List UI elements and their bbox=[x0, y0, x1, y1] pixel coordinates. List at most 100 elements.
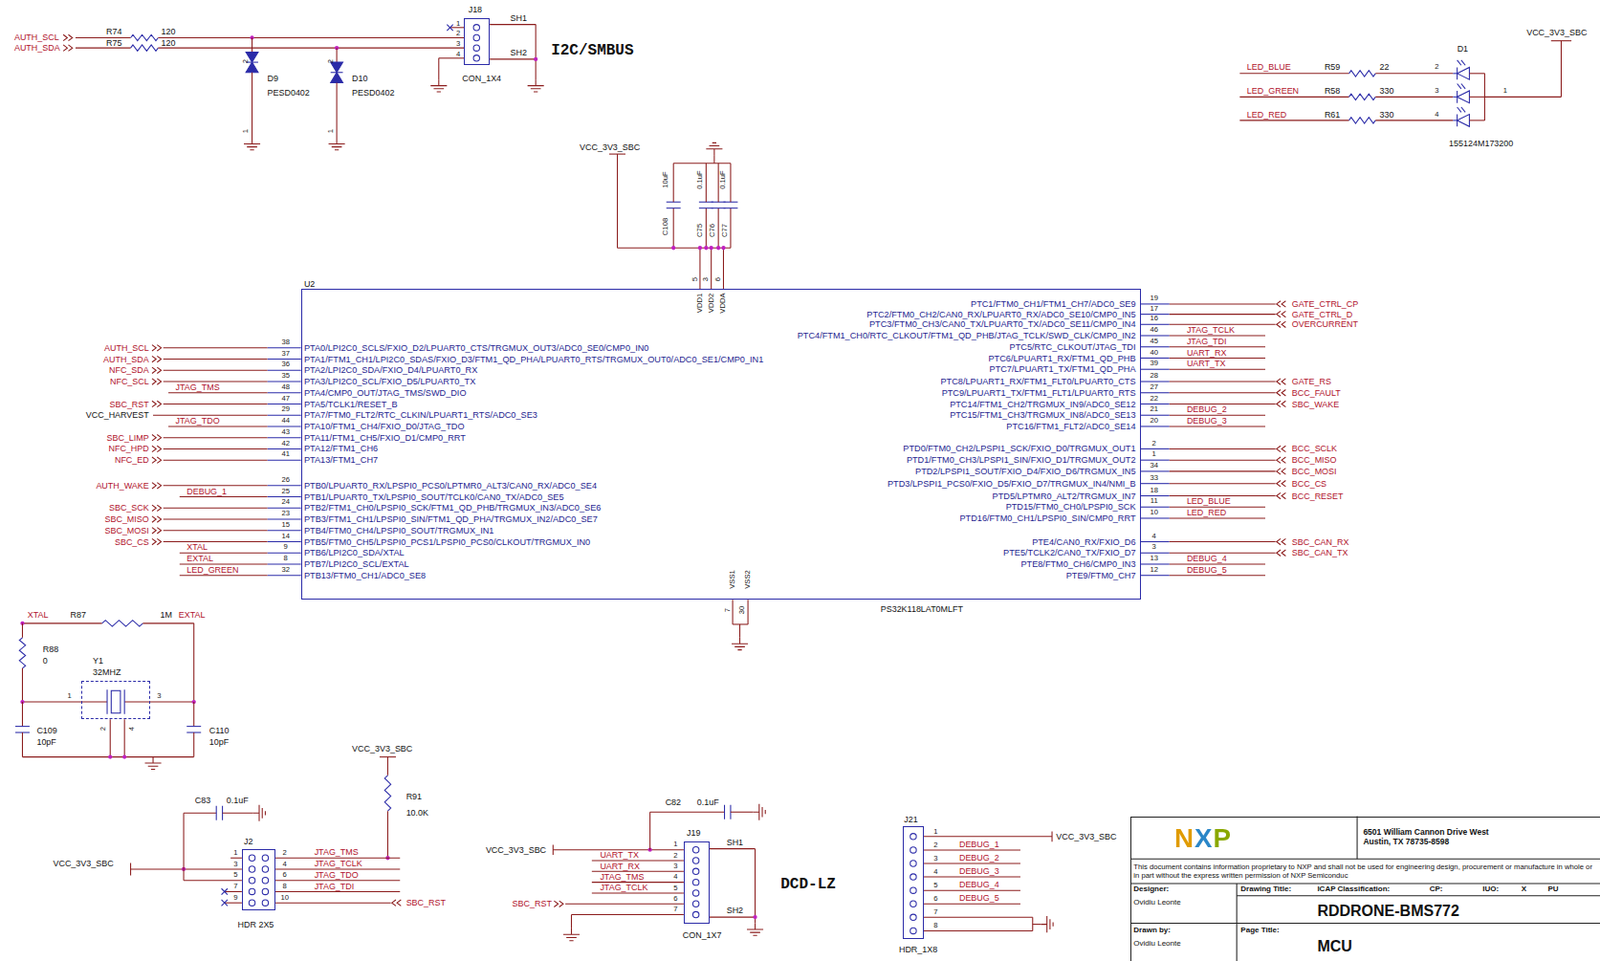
part-label: SH2 bbox=[509, 47, 527, 58]
no-connect-mark bbox=[446, 24, 453, 31]
wire bbox=[1560, 41, 1562, 98]
led-emission bbox=[1457, 107, 1467, 112]
wire bbox=[163, 448, 268, 450]
resistor-symbol bbox=[19, 637, 25, 669]
title-block-line bbox=[1236, 883, 1238, 961]
pin-name: PTA10/FTM1_CH4/FXIO_D0/JTAG_TDO bbox=[304, 421, 465, 433]
wire bbox=[124, 719, 126, 757]
pin-name: PTA1/FTM1_CH1/LPI2C0_SDAS/FXIO_D3/FTM1_Q… bbox=[304, 353, 764, 365]
wire bbox=[387, 757, 389, 776]
ground-symbol bbox=[731, 637, 748, 651]
connector-pin bbox=[692, 900, 699, 907]
pin-name: PTD2/LPSPI1_SOUT/FXIO_D4/FXIO_D6/TRGMUX_… bbox=[915, 466, 1137, 478]
wire bbox=[732, 623, 748, 625]
wire bbox=[438, 58, 439, 80]
pin-stub bbox=[1140, 517, 1170, 519]
wire bbox=[1169, 380, 1276, 382]
net-label: AUTH_SCL bbox=[14, 32, 60, 43]
title-field: PU bbox=[1548, 885, 1559, 895]
net-label: UART_RX bbox=[599, 860, 640, 871]
net-label: SBC_RST bbox=[406, 898, 446, 908]
wire bbox=[157, 47, 464, 49]
capacitor-plate bbox=[666, 207, 681, 209]
wire bbox=[718, 208, 720, 249]
pin-label: VSS2 bbox=[744, 569, 753, 590]
wire bbox=[1169, 369, 1266, 371]
connector-pin bbox=[248, 888, 255, 895]
connector-pin bbox=[262, 854, 268, 861]
pin-stub bbox=[267, 380, 302, 382]
net-label: AUTH_SCL bbox=[104, 343, 150, 353]
pin-number: 26 bbox=[281, 476, 290, 485]
part-label: R75 bbox=[106, 38, 122, 48]
net-label: JTAG_TDI bbox=[314, 881, 355, 892]
net-label: GATE_CTRL_D bbox=[1292, 308, 1354, 319]
pin-number: 2 bbox=[283, 849, 287, 858]
wire bbox=[1239, 72, 1349, 74]
net-label: EXTAL bbox=[186, 553, 214, 564]
wire bbox=[1169, 448, 1276, 450]
pin-name: PTD15/FTM0_CH0/LPSPI0_SCK bbox=[1006, 502, 1137, 513]
wire bbox=[591, 892, 684, 894]
pin-label: VDD1 bbox=[696, 293, 705, 313]
title-block-line bbox=[1357, 816, 1359, 860]
part-label: 0.1uF bbox=[697, 796, 720, 807]
wire bbox=[489, 58, 536, 60]
led-symbol bbox=[1457, 113, 1470, 127]
net-label: JTAG_TMS bbox=[175, 382, 220, 393]
wire bbox=[275, 879, 400, 881]
pin-name: PTB3/FTM1_CH1/LPSPI0_SIN/FTM1_QD_PHA/TRG… bbox=[304, 514, 598, 526]
pin-stub bbox=[267, 507, 302, 509]
bus-title: DCD-LZ bbox=[780, 876, 836, 894]
pin-name: PTB1/LPUART0_TX/LPSPI0_SOUT/TCLK0/CAN0_T… bbox=[304, 491, 565, 503]
pin-number: 6 bbox=[673, 895, 678, 904]
net-flag bbox=[152, 538, 162, 545]
pin-label: 2 bbox=[241, 59, 251, 64]
pin-stub bbox=[267, 403, 302, 405]
pin-number: 1 bbox=[933, 827, 938, 836]
pin-name: PTA11/FTM1_CH5/FXIO_D1/CMP0_RRT bbox=[304, 432, 466, 443]
pin-number: 1 bbox=[233, 849, 238, 858]
pin-number: 3 bbox=[1434, 87, 1439, 96]
pin-name: PTD16/FTM0_CH1/LPSPI0_SIN/CMP0_RRT bbox=[959, 513, 1136, 525]
pin-name: PTA13/FTM1_CH7 bbox=[304, 455, 378, 466]
title-field: ICAP Classification: bbox=[1316, 885, 1390, 895]
wire bbox=[673, 163, 675, 203]
wire bbox=[1169, 574, 1266, 576]
net-label: DEBUG_2 bbox=[1186, 404, 1228, 415]
title-heading: MCU bbox=[1316, 938, 1352, 956]
pin-name: PTB5/FTM0_CH5/LPSPI0_PCS1/LPSPI0_PCS0/CL… bbox=[304, 536, 591, 548]
net-flag bbox=[1276, 492, 1287, 499]
pin-number: 27 bbox=[1149, 382, 1159, 392]
wire bbox=[1375, 72, 1453, 74]
diode-symbol bbox=[245, 62, 259, 73]
net-label: SBC_MISO bbox=[104, 514, 149, 525]
net-label: BCC_MOSI bbox=[1292, 466, 1337, 477]
part-label: 32MHZ bbox=[92, 667, 121, 678]
pin-number: 4 bbox=[673, 873, 678, 882]
wire bbox=[713, 154, 715, 164]
net-label: SBC_MOSI bbox=[104, 526, 149, 536]
part-label: 330 bbox=[1380, 109, 1395, 119]
pin-stub bbox=[267, 370, 302, 372]
net-label: NFC_SDA bbox=[109, 365, 150, 375]
title-field: Drawn by: bbox=[1133, 925, 1171, 935]
part-label: PS32K118LAT0MLFT bbox=[880, 604, 964, 614]
pin-stub bbox=[1140, 460, 1170, 461]
pin-number: 12 bbox=[1149, 565, 1159, 574]
wire bbox=[923, 862, 1021, 864]
title-block-line bbox=[1236, 895, 1600, 897]
power-bar bbox=[1551, 40, 1572, 42]
part-label: R74 bbox=[106, 26, 122, 37]
pin-name: PTC8/LPUART1_RX/FTM1_FLT0/LPUART0_CTS bbox=[940, 376, 1136, 388]
net-flag bbox=[1276, 400, 1287, 407]
net-flag bbox=[152, 434, 162, 440]
wire bbox=[729, 208, 731, 249]
pin-number: 39 bbox=[1149, 359, 1159, 369]
power-bar bbox=[1052, 832, 1053, 843]
pin-number: 5 bbox=[933, 880, 938, 890]
pin-name: PTC3/FTM0_CH3/CAN0_TX/LPUART0_TX/ADC0_SE… bbox=[869, 319, 1137, 330]
ground-symbol bbox=[563, 928, 580, 942]
connector-box: J19CON_1X7 bbox=[683, 841, 710, 923]
pin-stub bbox=[1140, 403, 1170, 405]
